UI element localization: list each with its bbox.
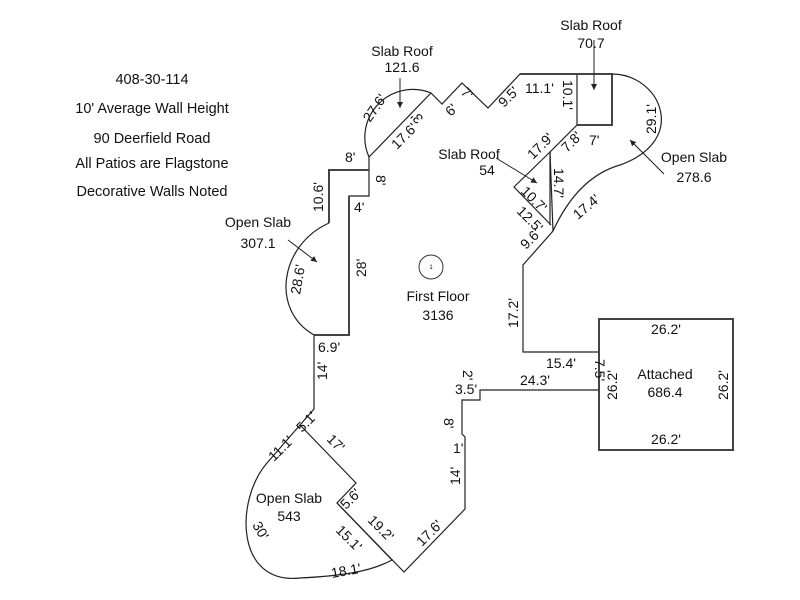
slab-roof-121-outline <box>364 88 432 158</box>
dim-label: 7' <box>458 84 477 103</box>
arrow-icon <box>287 239 318 263</box>
dim-label: 5.6' <box>337 485 364 512</box>
dim-label: 18.1' <box>330 560 362 581</box>
attached-area: 686.4 <box>647 384 682 400</box>
dim-label: 8' <box>345 149 355 165</box>
dim-label: 26.2' <box>715 370 731 400</box>
dim-label: 28' <box>353 259 369 277</box>
open-slab-307-area: 307.1 <box>240 235 275 251</box>
decorative-note: Decorative Walls Noted <box>77 184 228 200</box>
dim-label: 15.4' <box>546 355 576 371</box>
dim-label: 17' <box>324 431 348 455</box>
arrow-icon <box>629 139 665 175</box>
dim-label: 14' <box>314 362 330 380</box>
attached-label: Attached <box>637 366 692 382</box>
arrow-icon <box>495 157 538 184</box>
dim-label: 8' <box>441 418 457 428</box>
dim-label: 10.1' <box>560 80 576 110</box>
dim-label: 3.5' <box>455 381 477 397</box>
open-slab-278-label: Open Slab <box>661 149 727 165</box>
open-slab-278-outline <box>552 73 662 232</box>
dim-label: 1' <box>453 440 463 456</box>
dim-label: 28.6' <box>287 263 308 295</box>
slab-roof-121-label: Slab Roof <box>371 43 433 59</box>
open-slab-307-outline <box>285 222 330 336</box>
dim-label: 7' <box>589 132 599 148</box>
patios-note: All Patios are Flagstone <box>75 156 228 172</box>
dim-label: 14' <box>447 467 463 485</box>
first-floor-outline <box>299 73 600 573</box>
first-floor-label: First Floor <box>407 288 470 304</box>
slab-roof-54-area: 54 <box>479 162 495 178</box>
address: 90 Deerfield Road <box>94 131 211 147</box>
dim-label: 17.6' <box>413 517 445 549</box>
slab-roof-70-label: Slab Roof <box>560 17 622 33</box>
dim-label: 17.2' <box>505 298 521 328</box>
dim-label: 2' <box>460 370 476 380</box>
first-floor-area: 3136 <box>422 307 453 323</box>
dim-label: 10.6' <box>310 182 326 212</box>
dim-label: 14.7' <box>551 168 567 198</box>
floor-marker-text: 1 <box>429 265 433 271</box>
dim-label: 7.8' <box>558 128 585 155</box>
dim-label: 7.5' <box>592 359 608 381</box>
open-slab-543-label: Open Slab <box>256 490 322 506</box>
dim-label: 8' <box>373 175 389 185</box>
dim-label: 6' <box>442 100 461 119</box>
slab-roof-121-area: 121.6 <box>384 59 419 75</box>
attached-outline <box>598 318 734 451</box>
dim-label: 6.9' <box>318 339 340 355</box>
dim-label: 30' <box>249 519 272 543</box>
dim-label: 4' <box>354 199 364 215</box>
decorative-wall <box>314 169 369 336</box>
dim-label: 17.9' <box>524 130 556 162</box>
slab-roof-54-outline <box>513 151 552 226</box>
slab-roof-54-label: Slab Roof <box>438 146 500 162</box>
dim-label: 26.2' <box>604 370 620 400</box>
dim-label: 27.6' <box>359 91 389 125</box>
parcel-id: 408-30-114 <box>115 72 188 88</box>
open-slab-278-area: 278.6 <box>676 169 711 185</box>
dim-label: 24.3' <box>520 372 550 388</box>
open-slab-307-label: Open Slab <box>225 214 291 230</box>
floor-marker-icon <box>418 254 444 280</box>
open-slab-543-outline <box>245 424 393 579</box>
dim-label: 5.1' <box>293 408 320 435</box>
dim-label: 26.2' <box>651 431 681 447</box>
dim-label: 9.5' <box>495 83 522 110</box>
dim-label: 19.2' <box>365 512 397 544</box>
open-slab-543-area: 543 <box>277 508 301 524</box>
slab-roof-70-area: 70.7 <box>577 35 604 51</box>
dim-label: 26.2' <box>651 321 681 337</box>
dim-label: 29.1' <box>643 104 659 134</box>
dim-label: 11.1' <box>525 80 554 96</box>
wall-height-note: 10' Average Wall Height <box>75 101 229 117</box>
